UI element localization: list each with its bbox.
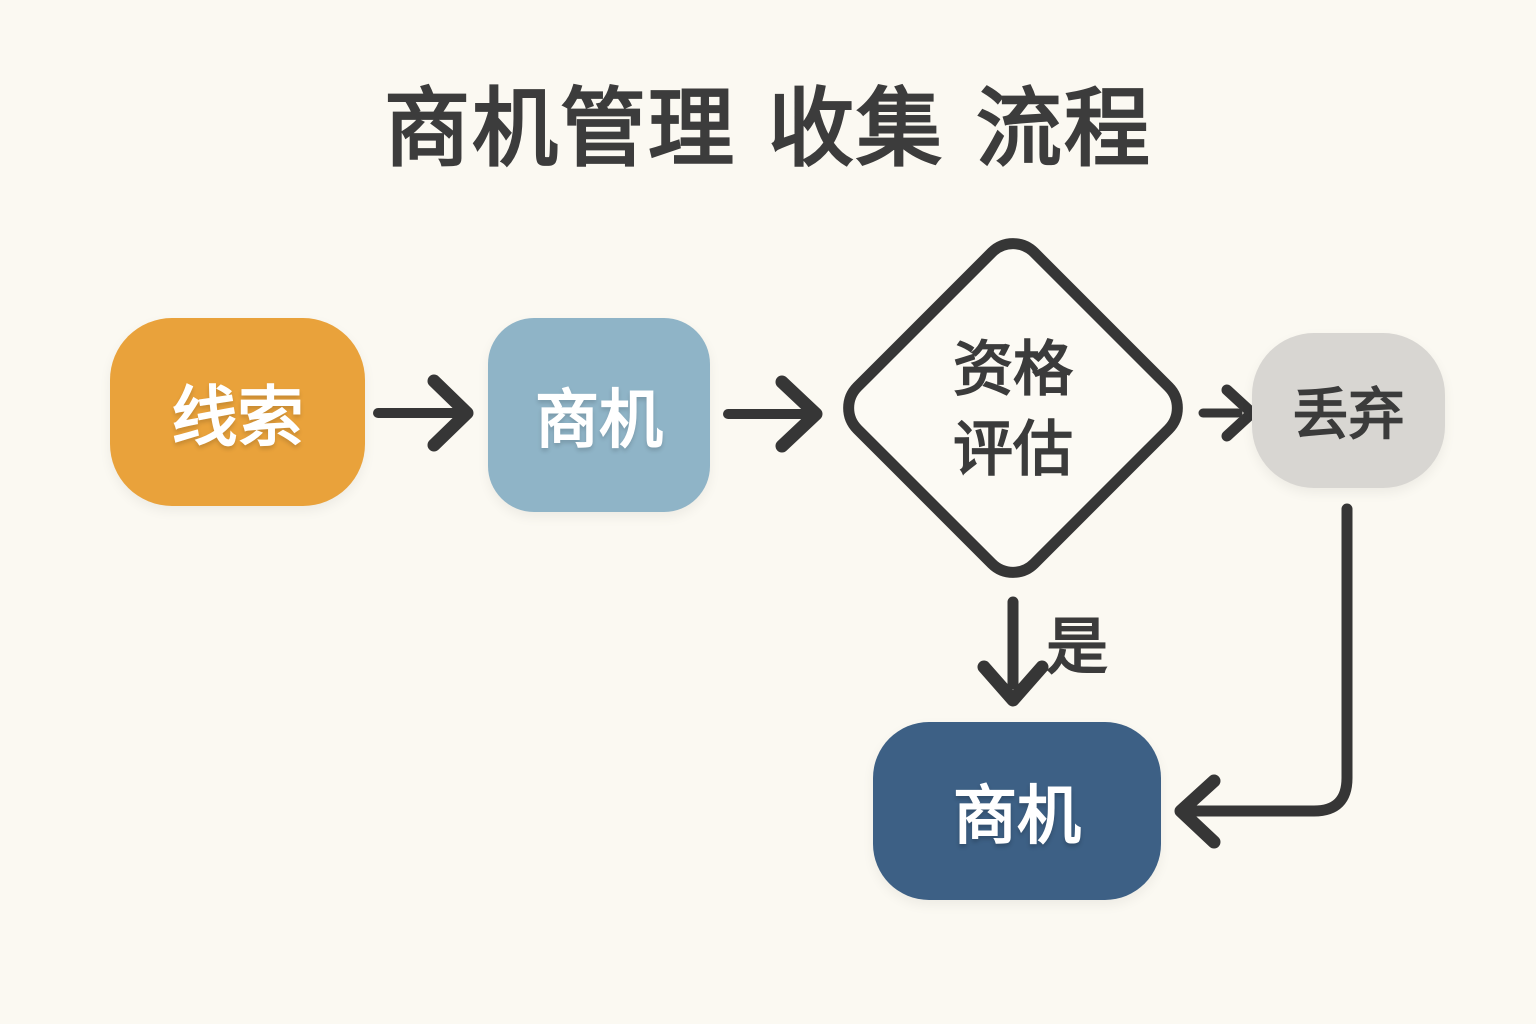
node-discard: 丢弃 [1252, 333, 1445, 488]
arrow-head-icon [1174, 774, 1221, 849]
node-discard-label: 丢弃 [1292, 383, 1405, 448]
edge-yes-label: 是 [1046, 610, 1109, 683]
arrow-lead-to-opportunity [373, 374, 474, 452]
node-lead: 线索 [110, 318, 365, 506]
node-opportunity-label: 商机 [535, 384, 663, 458]
qualification-label-line1: 资格 [953, 335, 1073, 405]
diamond-outline [843, 238, 1183, 578]
node-opportunity: 商机 [488, 318, 710, 512]
arrow-opportunity-to-qualification [723, 375, 823, 453]
node-final-opportunity: 商机 [873, 722, 1161, 900]
decision-qualification-shape [843, 238, 1183, 578]
node-qualification-label: 资格 评估 [893, 330, 1133, 490]
arrow-head-icon [427, 374, 474, 452]
flowchart-title: 商机管理 收集 流程 [384, 79, 1152, 179]
node-lead-label: 线索 [171, 379, 304, 456]
arrow-discard-to-final [1174, 503, 1353, 849]
arrow-shaft [1188, 503, 1353, 817]
arrow-head-icon [977, 660, 1049, 707]
qualification-label-line2: 评估 [953, 415, 1073, 485]
arrow-qualification-to-final [977, 596, 1049, 707]
node-final-opportunity-label: 商机 [953, 780, 1081, 854]
arrow-head-icon [775, 375, 823, 453]
arrow-qualification-to-discard [1198, 384, 1258, 442]
